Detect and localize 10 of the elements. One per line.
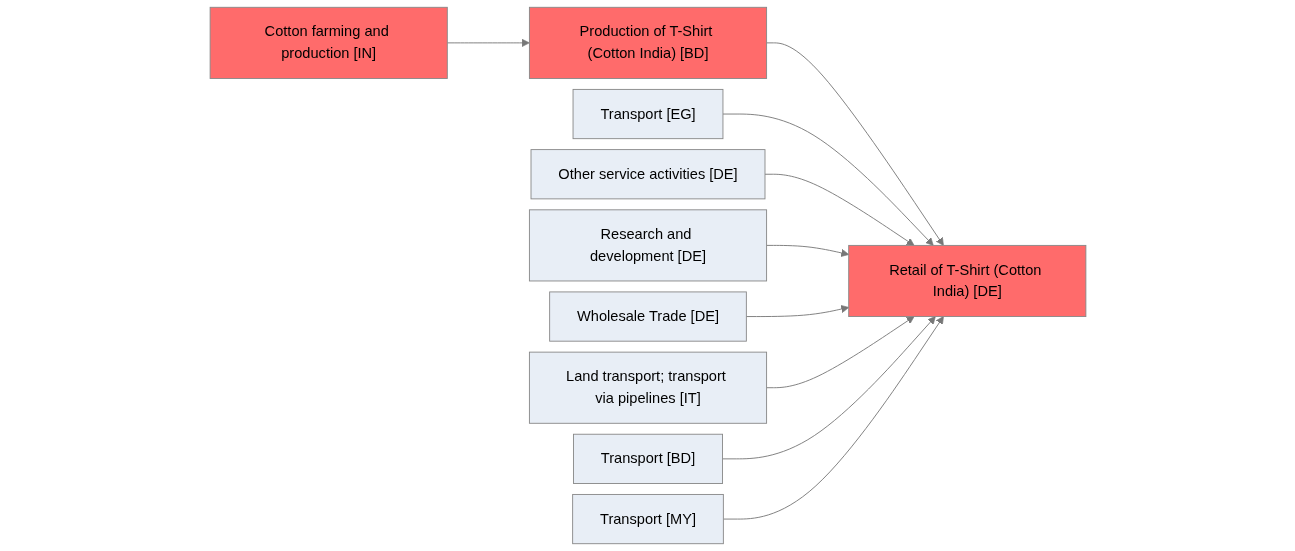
node-box: Transport [BD] bbox=[572, 433, 723, 484]
node-box: Other service activities [DE] bbox=[530, 149, 765, 200]
node-box: Transport [MY] bbox=[571, 494, 724, 545]
node-box: Wholesale Trade [DE] bbox=[548, 291, 747, 342]
node-box: Production of T-Shirt (Cotton India) [BD] bbox=[528, 6, 767, 79]
node-box: Land transport; transport via pipelines [IT] bbox=[528, 351, 767, 424]
node-box: Transport [EG] bbox=[572, 88, 723, 140]
node-box: Research and development [DE] bbox=[528, 209, 767, 282]
node-box: Retail of T-Shirt (Cotton India) [DE] bbox=[847, 244, 1086, 317]
node-box: Cotton farming and production [IN] bbox=[209, 6, 448, 79]
